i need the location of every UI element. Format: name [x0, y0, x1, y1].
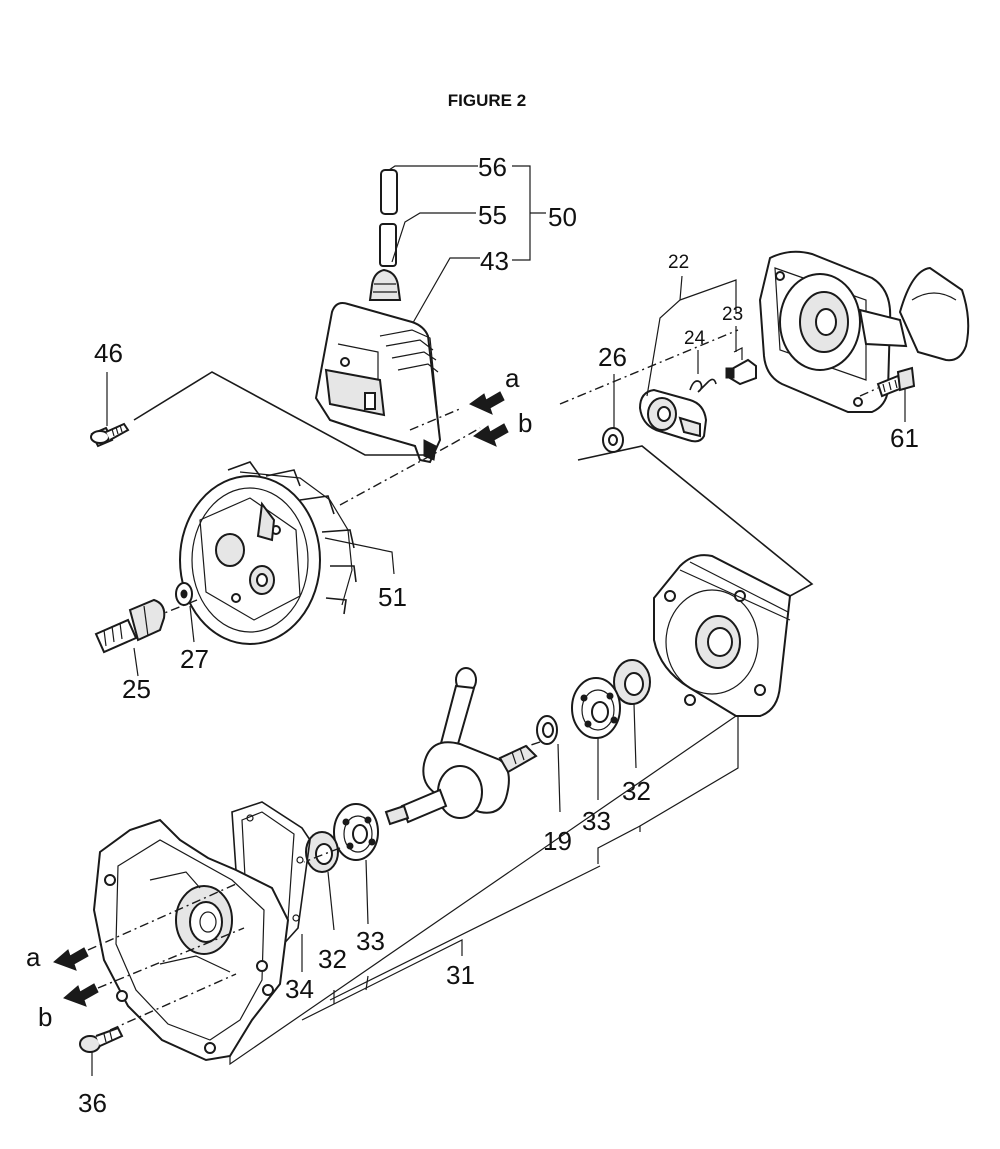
label-a-top: a [505, 363, 520, 393]
bolt-part-61 [876, 366, 916, 398]
label-a-bottom: a [26, 942, 41, 972]
flywheel-part-51 [179, 461, 357, 645]
crankcase-left [92, 818, 290, 1062]
callout-22: 22 [668, 252, 689, 273]
callout-31: 31 [446, 960, 475, 990]
bolt-part-36 [79, 1026, 124, 1053]
callout-23: 23 [722, 304, 743, 325]
ignition-coil [314, 302, 442, 464]
washer-part-27 [175, 582, 193, 606]
plug-cap-part-43 [368, 268, 402, 301]
figure-title: FIGURE 2 [448, 91, 526, 110]
recoil-starter [758, 250, 970, 413]
callout-24: 24 [684, 328, 706, 349]
callout-33-right: 33 [582, 806, 611, 836]
crankcase-right [653, 554, 792, 717]
callout-26: 26 [598, 342, 627, 372]
ratchet-part-22 [638, 388, 708, 443]
bearing-part-33-right [571, 677, 621, 739]
nut-part-25 [94, 598, 166, 654]
callout-27: 27 [180, 644, 209, 674]
callout-46: 46 [94, 338, 123, 368]
callout-19: 19 [543, 826, 572, 856]
tube-part-56 [380, 169, 398, 215]
callout-43: 43 [480, 246, 509, 276]
callout-33-left: 33 [356, 926, 385, 956]
washer-part-26 [602, 427, 624, 453]
bearing-part-33-left [333, 803, 379, 861]
callout-34: 34 [285, 974, 314, 1004]
seal-part-19 [536, 715, 558, 745]
pawl-part-23 [725, 347, 757, 386]
callout-36: 36 [78, 1088, 107, 1118]
callout-56: 56 [478, 152, 507, 182]
callout-25: 25 [122, 674, 151, 704]
arrow-b-top [473, 423, 509, 447]
callout-51: 51 [378, 582, 407, 612]
label-b-top: b [518, 408, 532, 438]
spring-part-24 [689, 378, 717, 393]
spark-plug-boot-group [368, 169, 402, 301]
crankshaft [384, 667, 538, 826]
callout-55: 55 [478, 200, 507, 230]
callout-61: 61 [890, 423, 919, 453]
bearing-part-32-left [305, 831, 339, 873]
bolt-part-46 [90, 422, 130, 448]
spring-part-55 [379, 223, 397, 267]
arrow-a-bottom [53, 947, 89, 971]
arrow-a-top [469, 391, 505, 415]
callout-32-left: 32 [318, 944, 347, 974]
label-b-bottom: b [38, 1002, 52, 1032]
callout-50: 50 [548, 202, 577, 232]
bearing-part-32-right [613, 659, 651, 705]
arrow-b-bottom [63, 983, 99, 1007]
